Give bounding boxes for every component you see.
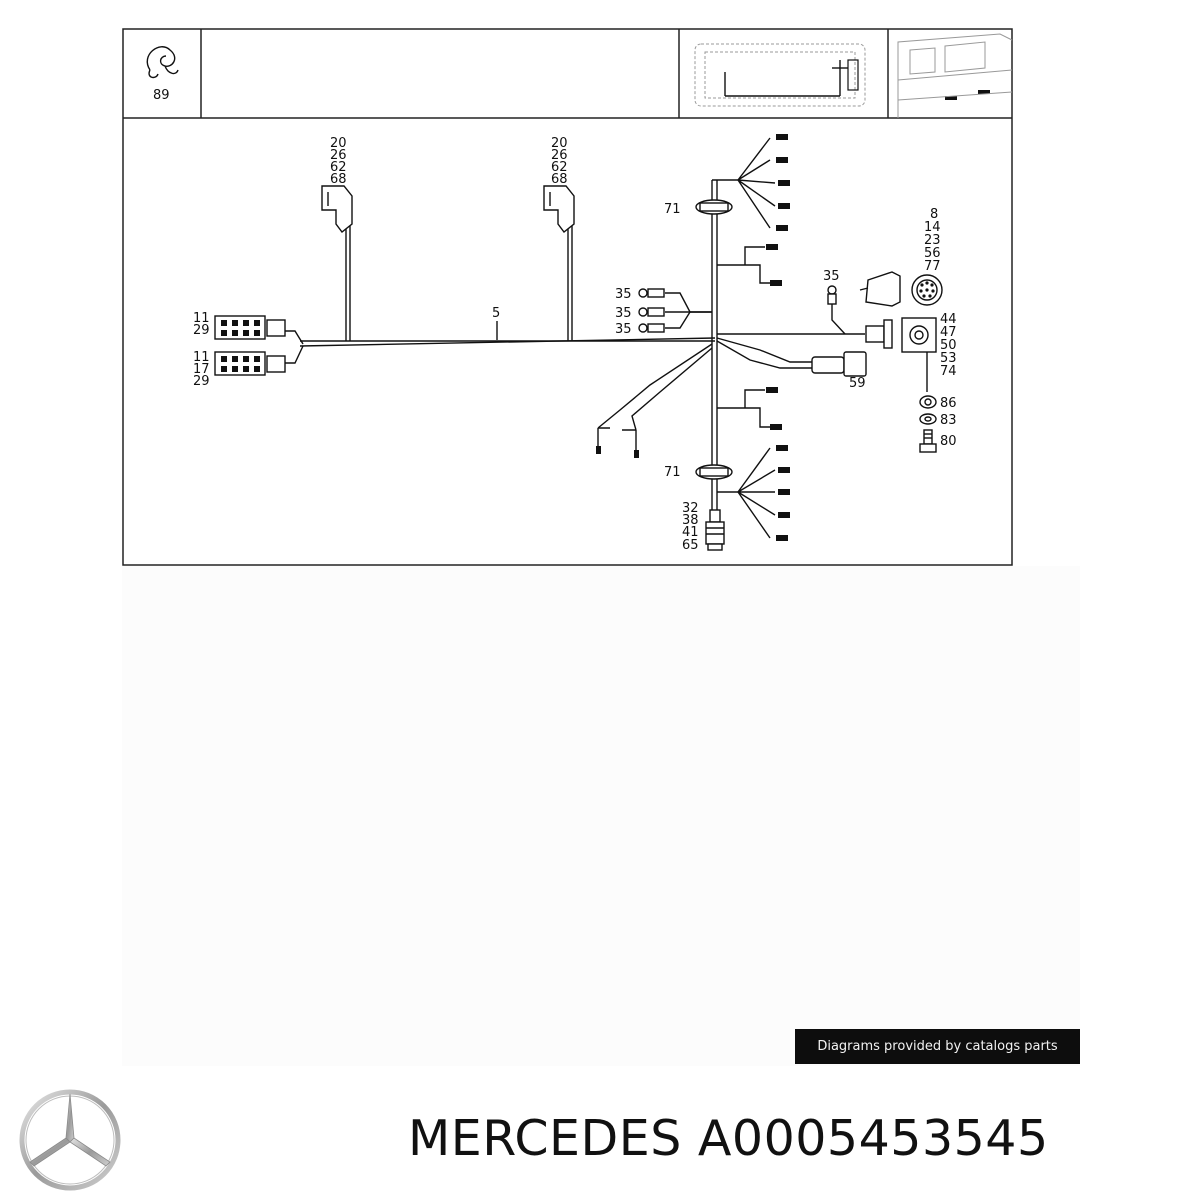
diagram-credit-badge: Diagrams provided by catalogs parts bbox=[795, 1029, 1080, 1064]
lower-panel bbox=[122, 566, 1080, 1066]
washer-icon bbox=[919, 413, 937, 425]
bolt-icon bbox=[919, 429, 937, 453]
inline-connector bbox=[811, 351, 867, 377]
left-connector-bottom-label-1: 11 bbox=[193, 350, 210, 365]
socket-housing bbox=[859, 271, 901, 307]
angled-plug-a bbox=[321, 185, 353, 233]
round-socket-label-2: 14 bbox=[924, 220, 941, 235]
grommet-bottom-label: 71 bbox=[664, 465, 681, 480]
round-socket-label-4: 56 bbox=[924, 246, 941, 261]
square-socket-label-4: 53 bbox=[940, 351, 957, 366]
bottom-plug-label-4: 65 bbox=[682, 538, 699, 553]
ring-terminal-label-2: 35 bbox=[615, 306, 632, 321]
bottom-plug bbox=[705, 509, 725, 551]
plug-b-label-1: 20 bbox=[551, 136, 568, 151]
left-connector-top-label-1: 11 bbox=[193, 311, 210, 326]
inline-connector-label: 59 bbox=[849, 376, 866, 391]
grommet-top bbox=[695, 199, 733, 215]
round-socket-label-1: 8 bbox=[930, 207, 938, 222]
left-connector-top bbox=[214, 315, 286, 340]
round-socket-label-5: 77 bbox=[924, 259, 941, 274]
left-connector-bottom-label-2: 17 bbox=[193, 362, 210, 377]
round-socket-icon bbox=[911, 274, 943, 306]
clip-icon bbox=[146, 46, 179, 79]
ring-terminals bbox=[638, 288, 665, 333]
grommet-top-label: 71 bbox=[664, 202, 681, 217]
angled-plug-b bbox=[543, 185, 575, 233]
left-connector-bottom-label-3: 29 bbox=[193, 374, 210, 389]
nut-label: 86 bbox=[940, 396, 957, 411]
square-socket-label-2: 47 bbox=[940, 325, 957, 340]
square-socket-label-5: 74 bbox=[940, 364, 957, 379]
plug-b-label-3: 62 bbox=[551, 160, 568, 175]
brand-title: MERCEDES A0005453545 bbox=[408, 1110, 1049, 1167]
ground-terminal-label: 35 bbox=[823, 269, 840, 284]
plug-a-label-1: 20 bbox=[330, 136, 347, 151]
bolt-label: 80 bbox=[940, 434, 957, 449]
vehicle-top-view-icon bbox=[694, 43, 866, 107]
ring-terminal-label-3: 35 bbox=[615, 322, 632, 337]
square-socket-icon bbox=[865, 317, 937, 392]
wire-terminals bbox=[596, 134, 790, 541]
nut-icon bbox=[919, 395, 937, 409]
round-socket-label-3: 23 bbox=[924, 233, 941, 248]
mercedes-star-icon bbox=[19, 1089, 121, 1191]
wiring-harness-diagram: 89 bbox=[122, 28, 1080, 1066]
legend-item-label: 89 bbox=[153, 88, 170, 103]
left-connector-bottom bbox=[214, 351, 286, 376]
bottom-plug-label-1: 32 bbox=[682, 501, 699, 516]
left-connector-top-label-2: 29 bbox=[193, 323, 210, 338]
bottom-plug-label-3: 41 bbox=[682, 525, 699, 540]
plug-a-label-4: 68 bbox=[330, 172, 347, 187]
plug-a-label-2: 26 bbox=[330, 148, 347, 163]
plug-b-label-2: 26 bbox=[551, 148, 568, 163]
square-socket-label-1: 44 bbox=[940, 312, 957, 327]
bottom-plug-label-2: 38 bbox=[682, 513, 699, 528]
washer-label: 83 bbox=[940, 413, 957, 428]
vehicle-rear-view-icon bbox=[897, 33, 1013, 118]
main-harness-label: 5 bbox=[492, 306, 500, 321]
plug-a-label-3: 62 bbox=[330, 160, 347, 175]
plug-b-label-4: 68 bbox=[551, 172, 568, 187]
brand-footer: MERCEDES A0005453545 bbox=[0, 1080, 1200, 1200]
grommet-bottom bbox=[695, 464, 733, 480]
harness-wiring bbox=[285, 137, 865, 539]
ground-terminal bbox=[827, 285, 837, 305]
ring-terminal-label-1: 35 bbox=[615, 287, 632, 302]
square-socket-label-3: 50 bbox=[940, 338, 957, 353]
